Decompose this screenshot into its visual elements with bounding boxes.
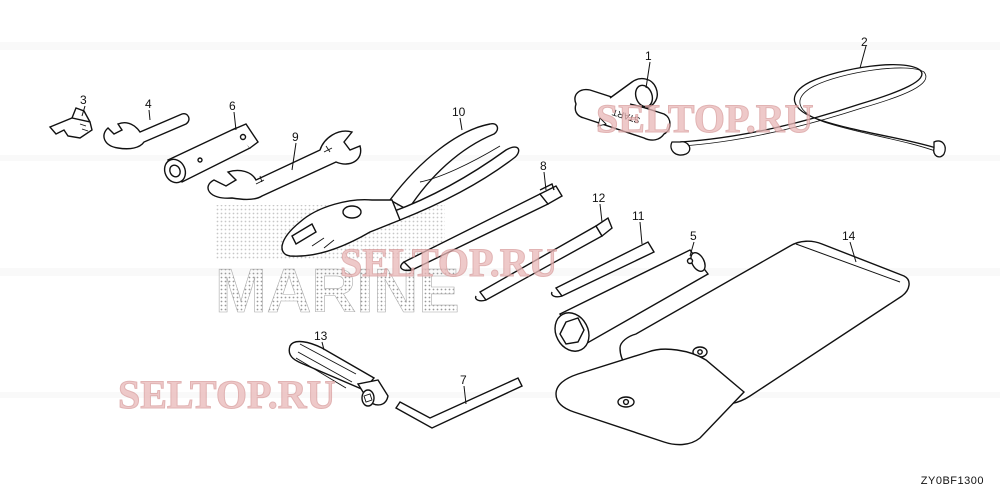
part-4-wrench bbox=[103, 112, 190, 150]
watermark-bottom-left: SELTOP.RU bbox=[118, 372, 336, 417]
watermarks: SELTOP.RU SELTOP.RU SELTOP.RU bbox=[118, 96, 815, 418]
part-10-pliers bbox=[281, 122, 520, 257]
callout-1: 1 bbox=[645, 49, 652, 63]
callout-8: 8 bbox=[540, 159, 547, 173]
diagram-code: ZY0BF1300 bbox=[920, 475, 984, 487]
callout-5: 5 bbox=[690, 229, 697, 243]
part-12-screwdriver bbox=[474, 216, 613, 302]
marine-logo-mark: MARINE bbox=[215, 205, 460, 326]
part-8-screwdriver bbox=[400, 183, 563, 272]
callout-9: 9 bbox=[292, 130, 299, 144]
part-5-plug-socket bbox=[554, 249, 710, 352]
callout-numbers: 1 2 3 4 5 6 7 8 9 10 11 12 13 14 bbox=[80, 35, 868, 387]
callout-10: 10 bbox=[452, 105, 466, 119]
marine-dotted-text: MARINE bbox=[215, 257, 460, 326]
callout-2: 2 bbox=[861, 35, 868, 49]
watermark-center: SELTOP.RU bbox=[340, 240, 558, 285]
callout-6: 6 bbox=[229, 99, 236, 113]
part-6-socket bbox=[163, 123, 259, 184]
part-7-hex-key bbox=[394, 377, 523, 429]
part-2-rope bbox=[670, 64, 946, 158]
part-3-clip bbox=[48, 107, 93, 139]
part-14-tool-bag bbox=[555, 240, 910, 446]
callout-13: 13 bbox=[314, 329, 328, 343]
watermark-top-right: SELTOP.RU bbox=[596, 96, 814, 141]
callout-14: 14 bbox=[842, 229, 856, 243]
callout-7: 7 bbox=[460, 373, 467, 387]
callout-12: 12 bbox=[592, 191, 606, 205]
part-13-handle bbox=[288, 340, 389, 407]
part-11-bar bbox=[550, 241, 655, 298]
callout-4: 4 bbox=[145, 97, 152, 111]
part-1-t-handle: START bbox=[574, 77, 671, 141]
callout-3: 3 bbox=[80, 93, 87, 107]
leader-lines bbox=[81, 45, 867, 405]
part-9-double-wrench bbox=[207, 130, 362, 201]
callout-11: 11 bbox=[632, 209, 645, 223]
